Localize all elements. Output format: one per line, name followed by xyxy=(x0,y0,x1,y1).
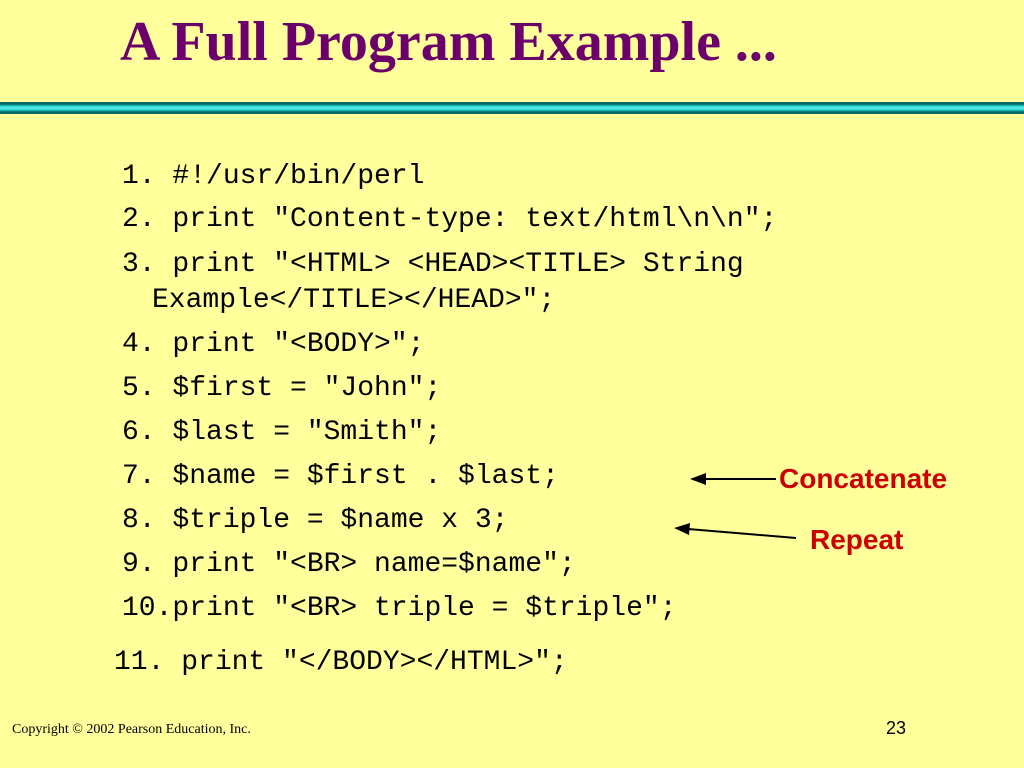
code-line-11: 11. print "</BODY></HTML>"; xyxy=(114,647,568,678)
code-line-10: 10.print "<BR> triple = $triple"; xyxy=(122,593,677,624)
code-line-6: 6. $last = "Smith"; xyxy=(122,417,442,448)
code-line-4: 4. print "<BODY>"; xyxy=(122,329,425,360)
title-divider xyxy=(0,102,1024,114)
concatenate-arrow-icon xyxy=(690,473,776,485)
code-line-5: 5. $first = "John"; xyxy=(122,373,442,404)
concatenate-label: Concatenate xyxy=(779,463,948,494)
code-line-3: 3. print "<HTML> <HEAD><TITLE> String xyxy=(122,249,744,280)
repeat-arrow-icon xyxy=(674,523,797,539)
code-line-9: 9. print "<BR> name=$name"; xyxy=(122,549,576,580)
code-line-7: 7. $name = $first . $last; xyxy=(122,461,559,492)
footer-copyright: Copyright © 2002 Pearson Education, Inc. xyxy=(12,722,251,737)
code-line-2: 2. print "Content-type: text/html\n\n"; xyxy=(122,204,778,235)
slide-page-number: 23 xyxy=(886,718,907,738)
code-line-8: 8. $triple = $name x 3; xyxy=(122,505,509,536)
code-line-1: 1. #!/usr/bin/perl xyxy=(122,161,425,192)
code-line-3-continued: Example</TITLE></HEAD>"; xyxy=(152,285,556,316)
slide-title: A Full Program Example ... xyxy=(120,11,777,73)
repeat-label: Repeat xyxy=(810,524,904,555)
